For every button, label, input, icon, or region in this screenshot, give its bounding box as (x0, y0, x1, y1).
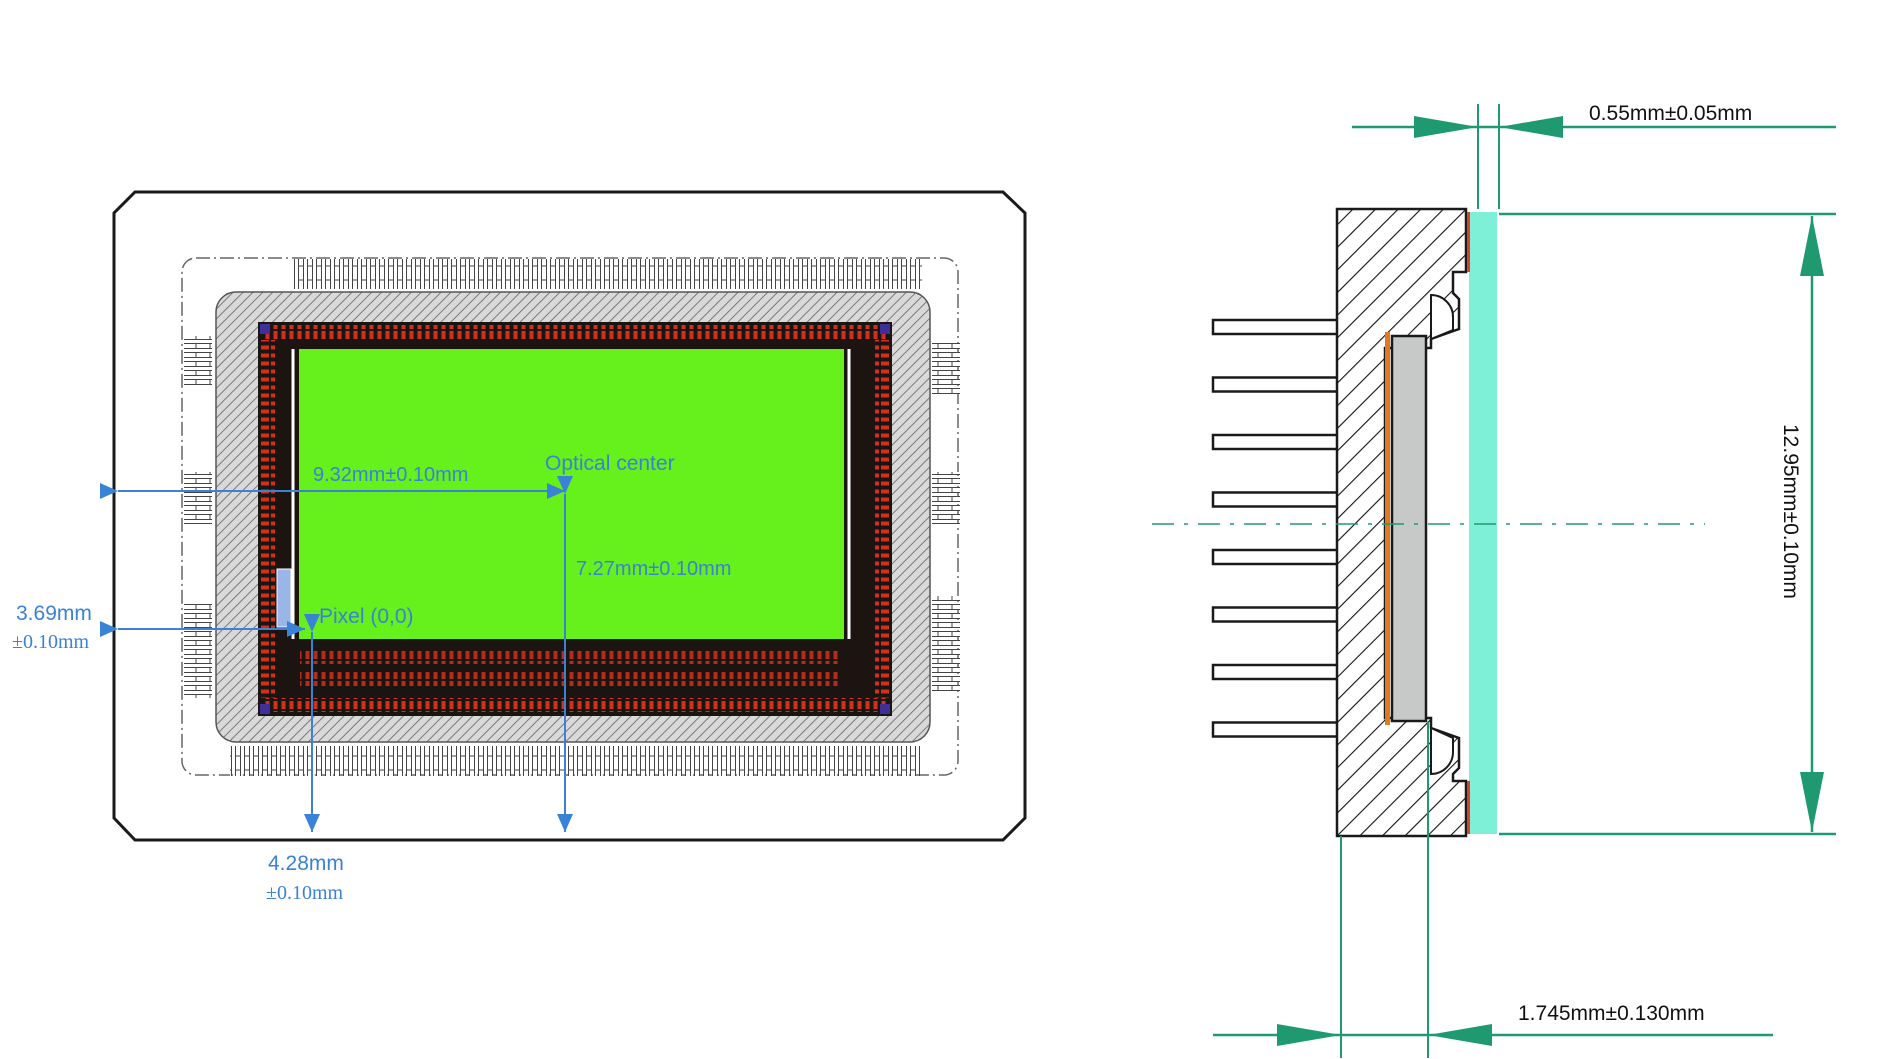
bond-pads-left (261, 340, 275, 698)
dim-die-depth-label: 1.745mm±0.130mm (1518, 1002, 1705, 1025)
dim-vertical-center-label: 7.27mm±0.10mm (576, 558, 731, 580)
pin-4 (1211, 491, 1340, 508)
pad-col-right-3 (932, 596, 960, 691)
glass-seal-bottom (1467, 781, 1470, 834)
pad-row-top (294, 259, 922, 289)
arrow-depth-left (1277, 1024, 1341, 1046)
arrow-depth-right (1428, 1024, 1492, 1046)
optical-center-label: Optical center (545, 452, 675, 475)
corner-mark-tl (260, 324, 270, 334)
pin-5 (1211, 548, 1340, 566)
corner-mark-bl (260, 704, 270, 714)
arrow-glass-left (1414, 116, 1478, 138)
dim-pixel-x-value: 4.28mm (268, 852, 344, 875)
bond-pads-bottom-inner-2 (300, 672, 840, 686)
pin-8 (1211, 721, 1340, 738)
pin-2 (1211, 376, 1340, 393)
bond-pads-top (262, 325, 888, 339)
cavity-bump-bottom (1430, 726, 1454, 776)
arrow-height-bottom (1800, 772, 1824, 832)
dim-package-height-label: 12.95mm±0.10mm (1779, 424, 1802, 599)
pin-3 (1211, 433, 1340, 451)
die-bond-layer (1385, 332, 1390, 725)
pad-col-left-1 (184, 336, 212, 388)
cover-glass (1469, 212, 1497, 834)
corner-mark-br (880, 704, 890, 714)
pad-col-left-3 (184, 603, 212, 698)
pad-row-bottom (230, 746, 920, 776)
die-section (1390, 334, 1428, 723)
pixel-origin-marker (276, 568, 292, 628)
active-pixel-area (299, 349, 844, 639)
cavity-bump-top (1430, 293, 1455, 341)
corner-mark-tr (880, 324, 890, 334)
glass-seal-top (1467, 212, 1470, 272)
arrow-glass-right (1499, 116, 1563, 138)
dim-horizontal-center-label: 9.32mm±0.10mm (313, 464, 468, 486)
top-view-drawing: Optical center 9.32mm±0.10mm 7.27mm±0.10… (12, 190, 1027, 904)
dim-pixel-y-value: 3.69mm (16, 602, 92, 625)
arrow-height-top (1800, 216, 1824, 276)
pin-group (1211, 318, 1340, 738)
pin-6 (1211, 606, 1340, 623)
pin-1 (1211, 318, 1340, 336)
bond-pads-right (875, 340, 889, 698)
bond-pads-bottom-inner (300, 650, 840, 664)
pin-7 (1211, 663, 1340, 681)
pad-col-right-2 (932, 472, 960, 524)
pad-col-right-1 (932, 342, 960, 394)
bond-pads-bottom (262, 698, 888, 712)
dim-pixel-x-tolerance: ±0.10mm (266, 882, 344, 904)
pixel-origin-label: Pixel (0,0) (319, 605, 414, 628)
pad-col-left-2 (184, 472, 212, 524)
dimension-lines (1213, 104, 1836, 1058)
dim-pixel-y-tolerance: ±0.10mm (12, 631, 90, 653)
side-view-drawing: 0.55mm±0.05mm 1.745mm±0.130mm 12.95mm±0.… (1152, 102, 1836, 1058)
dim-glass-thickness-label: 0.55mm±0.05mm (1589, 102, 1752, 125)
